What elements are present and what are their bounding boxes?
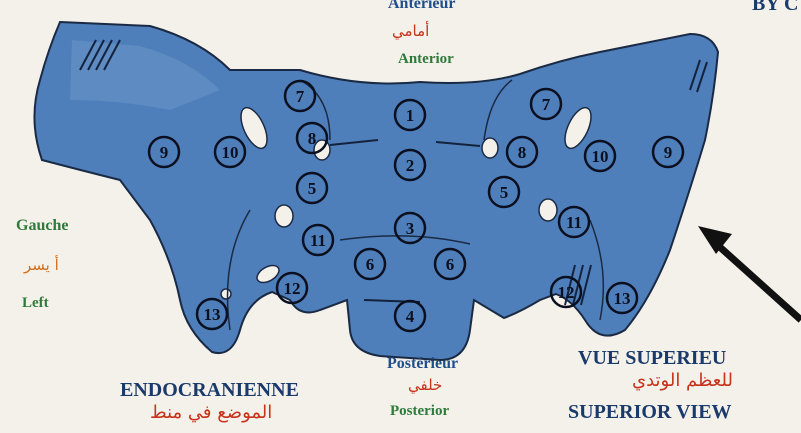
marker-label: 12 [558, 283, 575, 302]
left-fr-label: Gauche [16, 218, 68, 234]
marker-label: 6 [366, 255, 375, 274]
marker-label: 10 [592, 147, 609, 166]
corner-text: BY C [752, 0, 798, 14]
marker-label: 9 [664, 143, 673, 162]
anterior-ar-label: أمامي [392, 24, 429, 39]
marker-label: 13 [614, 289, 631, 308]
posterior-ar-label: خلفي [408, 378, 442, 393]
posterior-fr-label: Postérieur [387, 356, 458, 372]
left-ar-label: أ يسر [24, 258, 59, 273]
marker-label: 2 [406, 156, 415, 175]
view-en-title: SUPERIOR VIEW [568, 402, 732, 422]
marker-label: 11 [310, 231, 326, 250]
view-ar-title: للعظم الوتدي [632, 372, 733, 390]
marker-label: 5 [500, 183, 509, 202]
view-arrow [698, 226, 801, 320]
anterior-en-label: Anterior [398, 52, 454, 67]
marker-label: 9 [160, 143, 169, 162]
marker-label: 13 [204, 305, 221, 324]
marker-label: 8 [518, 143, 527, 162]
view-fr-title: VUE SUPERIEU [578, 348, 726, 368]
left-en-label: Left [22, 296, 49, 311]
marker-label: 10 [222, 143, 239, 162]
marker-label: 5 [308, 179, 317, 198]
marker-label: 1 [406, 106, 415, 125]
marker-label: 8 [308, 129, 317, 148]
bottom-left-fr: ENDOCRANIENNE [120, 380, 299, 400]
bottom-left-ar: الموضع في منط [150, 404, 272, 422]
marker-label: 6 [446, 255, 455, 274]
marker-label: 11 [566, 213, 582, 232]
posterior-en-label: Posterior [390, 404, 449, 419]
marker-label: 12 [284, 279, 301, 298]
marker-label: 7 [296, 87, 305, 106]
marker-label: 7 [542, 95, 551, 114]
anterior-fr-label: Antérieur [388, 0, 456, 12]
marker-label: 4 [406, 307, 415, 326]
marker-label: 3 [406, 219, 415, 238]
